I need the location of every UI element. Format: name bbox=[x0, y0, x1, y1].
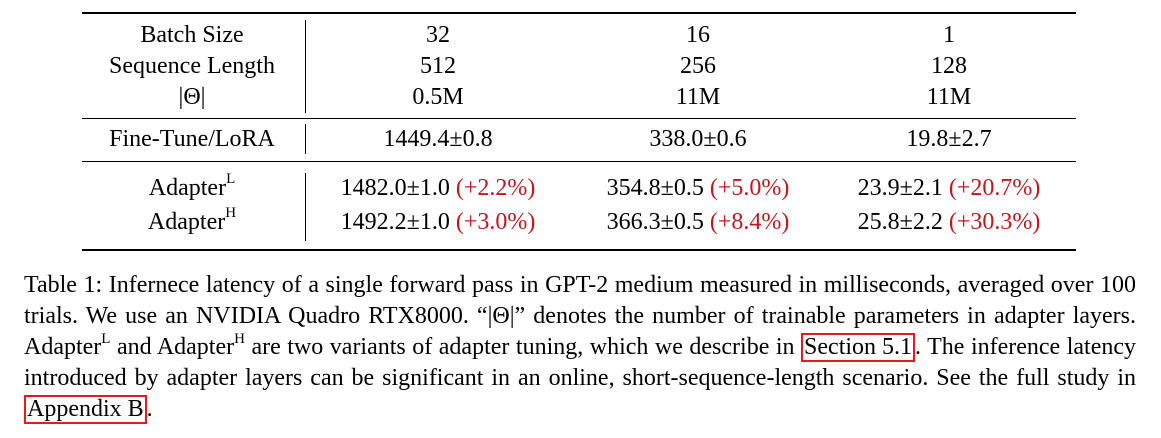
appendix-link[interactable]: Appendix B bbox=[24, 395, 147, 424]
caption-text: and Adapter bbox=[110, 334, 235, 360]
latency-delta: (+5.0%) bbox=[709, 175, 790, 201]
latency-cell: 25.8±2.2 (+30.3%) bbox=[822, 207, 1076, 238]
header-value: 32 bbox=[426, 22, 450, 48]
row-label-adapter-l: AdapterL bbox=[82, 171, 302, 204]
latency-value: 1492.2±1.0 bbox=[340, 209, 450, 235]
row-label-text: Adapter bbox=[147, 209, 226, 235]
latency-cell: 1492.2±1.0 (+3.0%) bbox=[308, 207, 568, 238]
latency-value: 366.3±0.5 bbox=[606, 209, 704, 235]
column-divider bbox=[305, 20, 306, 113]
caption-superscript: H bbox=[234, 331, 245, 347]
caption-text: Table 1: Infernece latency of a single f… bbox=[24, 272, 1136, 360]
header-value: 0.5M bbox=[412, 84, 464, 110]
mid-rule bbox=[82, 161, 1076, 162]
row-label-finetune-lora: Fine-Tune/LoRA bbox=[109, 126, 275, 152]
row-label-superscript: H bbox=[225, 205, 237, 221]
latency-value: 1482.0±1.0 bbox=[340, 175, 450, 201]
latency-value: 354.8±0.5 bbox=[606, 175, 704, 201]
latency-cell: 1482.0±1.0 (+2.2%) bbox=[308, 173, 568, 204]
column-divider bbox=[305, 124, 306, 154]
row-label-superscript: L bbox=[226, 171, 236, 187]
header-label-params: |Θ| bbox=[178, 84, 206, 110]
header-value: 16 bbox=[686, 22, 710, 48]
header-value: 512 bbox=[420, 53, 456, 79]
header-value: 128 bbox=[931, 53, 967, 79]
column-divider bbox=[305, 173, 306, 241]
bottom-rule bbox=[82, 249, 1076, 251]
section-link[interactable]: Section 5.1 bbox=[801, 333, 916, 362]
caption-text: are two variants of adapter tuning, whic… bbox=[244, 334, 802, 360]
latency-delta: (+3.0%) bbox=[455, 209, 536, 235]
caption-text: . The inference latency introduced by ad… bbox=[24, 334, 1137, 391]
latency-delta: (+2.2%) bbox=[455, 175, 536, 201]
caption-text: . bbox=[146, 396, 153, 422]
header-value: 11M bbox=[675, 84, 721, 110]
latency-value: 23.9±2.1 bbox=[857, 175, 943, 201]
row-label-adapter-h: AdapterH bbox=[82, 205, 302, 238]
header-value: 1 bbox=[943, 22, 955, 48]
header-value: 11M bbox=[926, 84, 972, 110]
top-rule bbox=[82, 12, 1076, 14]
latency-value: 1449.4±0.8 bbox=[383, 126, 493, 152]
latency-delta: (+8.4%) bbox=[709, 209, 790, 235]
latency-cell: 366.3±0.5 (+8.4%) bbox=[574, 207, 822, 238]
latency-value: 25.8±2.2 bbox=[857, 209, 943, 235]
latency-value: 19.8±2.7 bbox=[906, 126, 992, 152]
latency-delta: (+20.7%) bbox=[948, 175, 1041, 201]
header-value: 256 bbox=[680, 53, 716, 79]
caption-superscript: L bbox=[101, 331, 111, 347]
table-caption: Table 1: Infernece latency of a single f… bbox=[24, 270, 1136, 425]
row-label-text: Adapter bbox=[148, 175, 227, 201]
header-label-sequence-length: Sequence Length bbox=[109, 53, 275, 79]
mid-rule bbox=[82, 118, 1076, 119]
latency-cell: 23.9±2.1 (+20.7%) bbox=[822, 173, 1076, 204]
header-label-batch-size: Batch Size bbox=[140, 22, 244, 48]
latency-value: 338.0±0.6 bbox=[649, 126, 747, 152]
latency-cell: 354.8±0.5 (+5.0%) bbox=[574, 173, 822, 204]
latency-delta: (+30.3%) bbox=[948, 209, 1041, 235]
